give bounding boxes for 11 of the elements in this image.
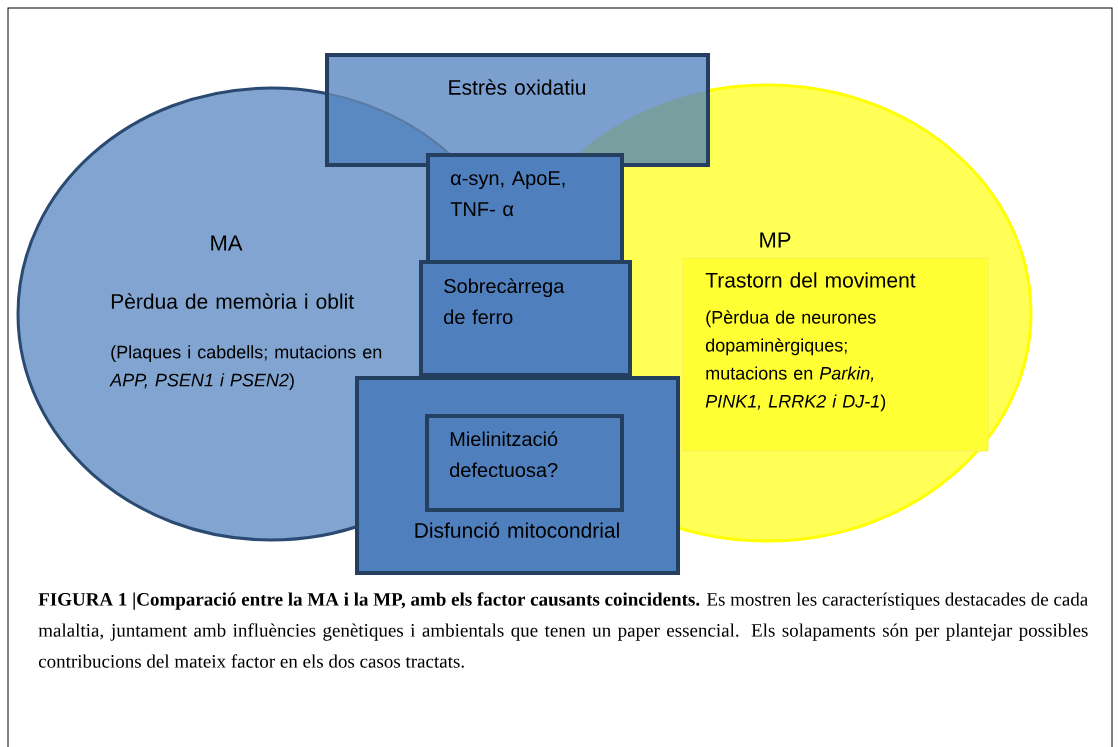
box-text: (Pèrdua de neurones dopaminèrgiques; mutacions en Parkin, PINK1, LRRK2 i DJ-1) [705, 310, 886, 412]
box-label: α-syn, ApoE, TNF- α [450, 171, 565, 217]
ellipse-title: MP [760, 232, 791, 248]
ellipse-text: Pèrdua de memòria i oblit [111, 293, 354, 309]
box-label: Disfunció mitocondrial [415, 522, 619, 538]
box-label: Sobrecàrrega de ferro [444, 278, 565, 325]
ellipse-title: MA [211, 235, 243, 251]
caption: FIGURA 1 |Comparació entre la MA i la MP, amb els factor causants coincidents. Es mostren les característiques destacades de cada malaltia, juntament amb influències genètiques i ambientals que tenen un paper essencial. Els solapaments són per plantejar possibles contribucions del mateix factor en els dos casos tractats. [38, 592, 1088, 668]
box-heading: Trastorn del moviment [705, 272, 916, 288]
ellipse-text: (Plaques i cabdells; mutacions en APP, PSEN1 i PSEN2) [109, 345, 382, 390]
box-label: Mielinització defectuosa? [450, 431, 558, 478]
